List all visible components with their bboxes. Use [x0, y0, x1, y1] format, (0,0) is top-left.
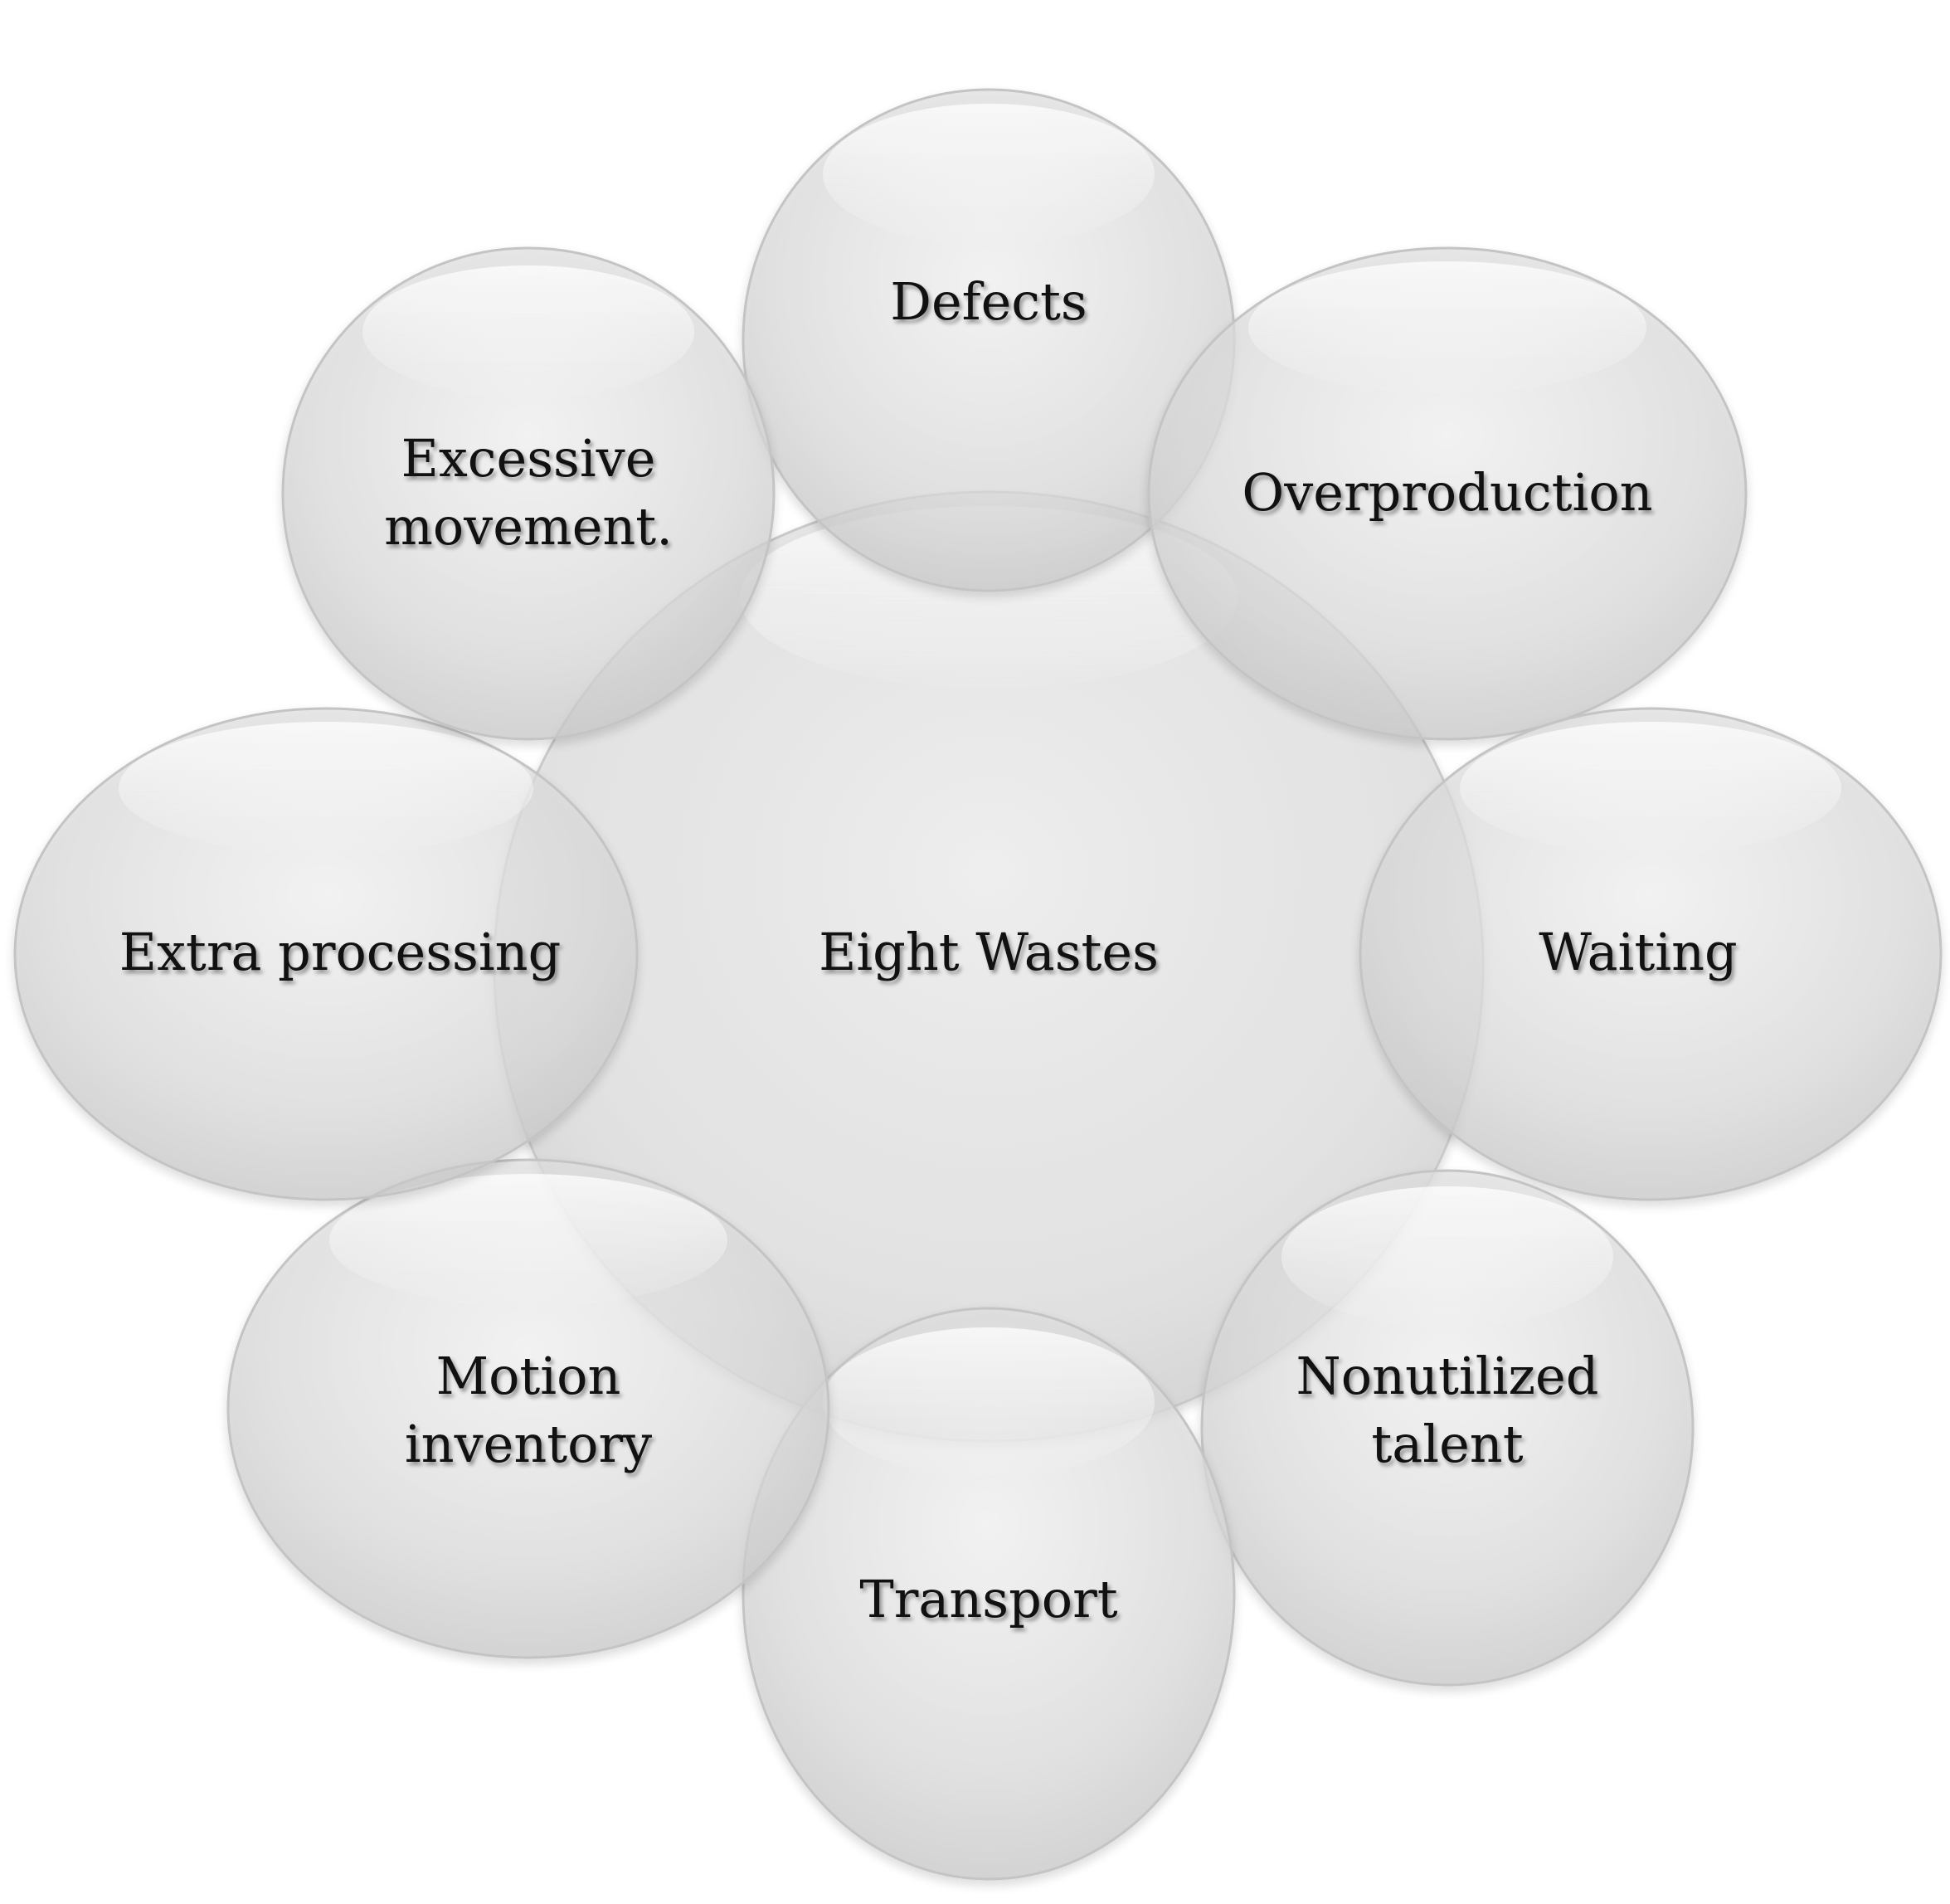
node-nonutilized-talent-label: Nonutilized talent [1296, 1342, 1599, 1478]
node-defects-label-line: Defects [890, 271, 1087, 332]
node-excessive-movement-label: Excessive movement. [384, 425, 673, 561]
node-extra-processing-label: Extra processing [119, 918, 562, 986]
node-motion-inventory-label-line-1: Motion [435, 1346, 621, 1406]
node-defects-label: Defects [890, 268, 1087, 336]
node-extra-processing-label-line: Extra processing [119, 922, 562, 982]
node-excessive-movement-label-line-1: Excessive [401, 428, 656, 489]
node-overproduction-label-line: Overproduction [1242, 462, 1653, 523]
node-excessive-movement-label-line-2: movement. [384, 496, 673, 557]
node-transport-label-line: Transport [859, 1569, 1118, 1629]
node-waiting-label-line: Waiting [1539, 922, 1738, 982]
node-transport-label: Transport [859, 1566, 1117, 1634]
node-nonutilized-talent-label-line-1: Nonutilized [1296, 1346, 1599, 1406]
center-label: Eight Wastes [819, 918, 1159, 986]
node-waiting-label: Waiting [1539, 918, 1738, 986]
node-nonutilized-talent-label-line-2: talent [1371, 1414, 1524, 1474]
node-motion-inventory-label-line-2: inventory [404, 1414, 653, 1474]
center-label-line: Eight Wastes [819, 922, 1159, 982]
node-motion-inventory-label: Motion inventory [405, 1342, 652, 1478]
node-overproduction-label: Overproduction [1242, 459, 1652, 527]
